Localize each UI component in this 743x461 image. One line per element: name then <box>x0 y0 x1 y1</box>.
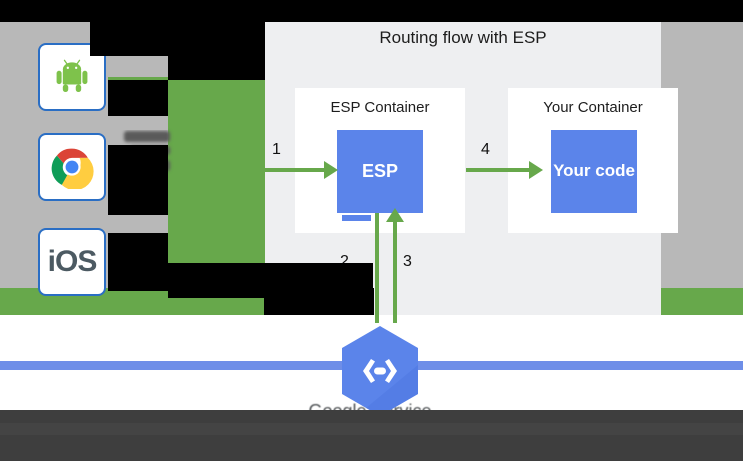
step-number-1: 1 <box>272 141 281 158</box>
esp-node[interactable]: ESP <box>337 130 423 213</box>
occlusion-block-gray <box>108 116 168 130</box>
ios-icon: iOS <box>38 228 106 296</box>
toolbar-sheen <box>0 423 743 435</box>
occlusion-block-gray <box>108 215 168 233</box>
arrow-4-head <box>529 161 543 179</box>
your-code-node[interactable]: Your code <box>551 130 637 213</box>
occlusion-block <box>90 22 265 56</box>
chrome-glyph <box>51 148 94 189</box>
arrow-2-line <box>375 213 379 323</box>
esp-node-bleed <box>342 215 371 221</box>
your-container-label: Your Container <box>543 99 643 116</box>
esp-container-label: ESP Container <box>330 99 430 116</box>
obscured-text-line <box>124 131 170 142</box>
occlusion-block <box>108 233 168 291</box>
occlusion-block <box>108 80 168 116</box>
step-number-4: 4 <box>481 141 490 158</box>
step-number-3: 3 <box>403 253 412 270</box>
connector-line-chrome <box>108 167 268 170</box>
chrome-icon <box>38 133 106 201</box>
page-title: Routing flow with ESP <box>379 28 547 47</box>
top-black-bar <box>0 0 743 22</box>
arrow-1-head <box>324 161 338 179</box>
client-group-block <box>168 80 265 263</box>
occlusion-block <box>168 56 265 80</box>
hexagon-glyph <box>342 326 418 416</box>
android-glyph <box>56 59 88 92</box>
occlusion-block <box>108 145 168 215</box>
bottom-toolbar <box>0 410 743 461</box>
arrow-3-head <box>386 208 404 222</box>
google-service-control-icon <box>338 325 422 417</box>
arrow-4-line <box>466 168 529 172</box>
occlusion-block <box>264 288 374 315</box>
ios-label: iOS <box>47 245 98 278</box>
step-number-2: 2 <box>340 253 349 270</box>
arrow-3-line <box>393 214 397 323</box>
arrow-1-line <box>264 168 326 172</box>
